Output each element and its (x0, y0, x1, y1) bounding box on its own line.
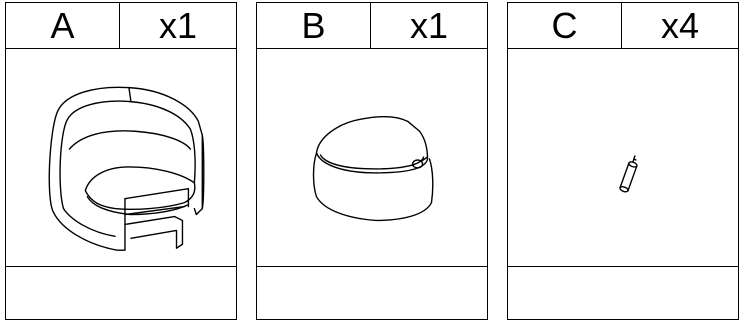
part-header: C x4 (508, 3, 738, 49)
part-quantity: x1 (409, 4, 449, 46)
part-letter: B (257, 3, 371, 48)
part-footer (257, 266, 487, 319)
part-footer (6, 266, 236, 319)
part-quantity: x4 (660, 4, 700, 46)
part-card-b: B x1 (256, 2, 488, 320)
part-letter: C (508, 3, 622, 48)
part-letter: A (6, 3, 120, 48)
part-header: B x1 (257, 3, 487, 49)
part-card-c: C x4 (507, 2, 739, 320)
seat-cushion-icon (257, 49, 487, 270)
part-footer (508, 266, 738, 319)
part-header: A x1 (6, 3, 236, 49)
leg-icon (508, 49, 738, 270)
part-quantity: x1 (158, 4, 198, 46)
armchair-icon (6, 49, 236, 270)
part-card-a: A x1 (5, 2, 237, 320)
